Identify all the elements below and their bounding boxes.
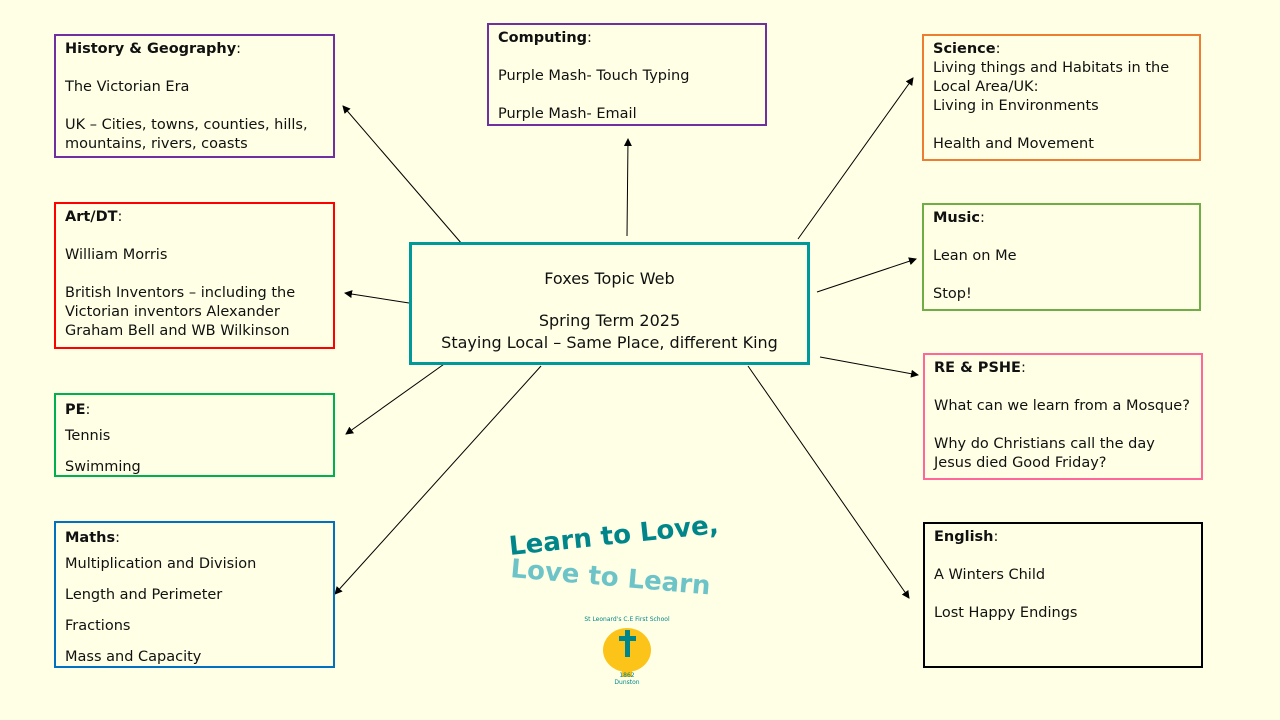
box-title-text: History & Geography — [65, 41, 237, 57]
box-line: Jesus died Good Friday? — [934, 455, 1107, 471]
box-line — [65, 59, 324, 78]
box-line: Swimming — [65, 459, 141, 475]
box-line: Living things and Habitats in the — [933, 60, 1170, 76]
box-title-text: Music — [933, 210, 980, 226]
box-title-text: English — [934, 529, 994, 545]
center-term: Spring Term 2025 — [538, 310, 681, 330]
box-line: William Morris — [65, 247, 168, 263]
box-line: Fractions — [65, 618, 131, 634]
box-title: Maths: — [65, 530, 120, 546]
center-title: Foxes Topic Web — [544, 269, 675, 288]
box-title-text: Art/DT — [65, 209, 118, 225]
box-line — [933, 228, 1190, 247]
box-line — [934, 378, 1192, 397]
box-line: Tennis — [65, 428, 111, 444]
arrow-re — [819, 356, 919, 378]
arrow-music — [816, 257, 917, 293]
box-title: Art/DT: — [65, 209, 123, 225]
box-title: Computing: — [498, 30, 592, 46]
box-line: Mass and Capacity — [65, 649, 202, 665]
music-box: Music: Lean on Me Stop! — [922, 203, 1201, 311]
center-theme: Staying Local – Same Place, different Ki… — [441, 333, 778, 352]
box-line — [65, 227, 324, 246]
box-line — [498, 86, 756, 105]
history-box: History & Geography: The Victorian Era UK … — [54, 34, 335, 158]
box-line: Why do Christians call the day — [934, 436, 1155, 452]
spacer — [412, 291, 807, 310]
box-line: Purple Mash- Touch Typing — [498, 68, 690, 84]
motto-line2: Love to Learn — [509, 554, 711, 601]
box-title-text: RE & PSHE — [934, 360, 1021, 376]
arrow-computing — [623, 138, 632, 237]
box-line — [65, 265, 324, 284]
box-line: mountains, rivers, coasts — [65, 136, 248, 152]
arrow-pe — [345, 361, 448, 435]
box-line — [933, 116, 1190, 135]
box-title-text: PE — [65, 402, 86, 418]
box-line: What can we learn from a Mosque? — [934, 398, 1190, 414]
box-line: The Victorian Era — [65, 79, 190, 95]
box-line: Living in Environments — [933, 98, 1099, 114]
box-title: Music: — [933, 210, 985, 226]
arrow-english — [747, 365, 910, 599]
box-title-text: Computing — [498, 30, 588, 46]
box-line — [498, 48, 756, 67]
box-line: British Inventors – including the — [65, 285, 296, 301]
box-line: Victorian inventors Alexander — [65, 304, 280, 320]
box-line — [934, 416, 1192, 435]
motto-line1: Learn to Love, — [508, 515, 720, 562]
box-line — [65, 97, 324, 116]
box-line: Local Area/UK: — [933, 79, 1039, 95]
box-title: RE & PSHE: — [934, 360, 1026, 376]
box-line: Length and Perimeter — [65, 587, 223, 603]
box-line: Stop! — [933, 286, 972, 302]
science-box: Science: Living things and Habitats in th… — [922, 34, 1201, 161]
arrow-art — [344, 290, 410, 304]
box-line: Purple Mash- Email — [498, 106, 637, 122]
arrow-maths — [334, 365, 542, 595]
arrow-history — [342, 105, 463, 245]
box-line: UK – Cities, towns, counties, hills, — [65, 117, 308, 133]
school-year: 1862 — [619, 672, 634, 679]
school-name: St Leonard's C.E First School — [584, 616, 670, 623]
re-box: RE & PSHE: What can we learn from a Mosqu… — [923, 353, 1203, 480]
box-line — [934, 585, 1192, 604]
central-topic-box: Foxes Topic Web Spring Term 2025 Staying… — [409, 242, 810, 365]
box-line: Multiplication and Division — [65, 556, 257, 572]
school-logo: Learn to Love, Love to Learn St Leonard'… — [508, 515, 720, 686]
box-title: Science: — [933, 41, 1001, 57]
box-title: PE: — [65, 402, 91, 418]
box-title-text: Maths — [65, 530, 116, 546]
box-title: English: — [934, 529, 999, 545]
box-line: Health and Movement — [933, 136, 1094, 152]
box-line: Lean on Me — [933, 248, 1017, 264]
arrow-science — [797, 77, 914, 240]
box-line: Graham Bell and WB Wilkinson — [65, 323, 290, 339]
box-title: History & Geography: — [65, 41, 242, 57]
box-line — [933, 266, 1190, 285]
tree-icon — [603, 628, 651, 677]
box-title-text: Science — [933, 41, 996, 57]
box-line: A Winters Child — [934, 567, 1046, 583]
school-place: Dunston — [614, 679, 639, 686]
box-line: Lost Happy Endings — [934, 605, 1078, 621]
box-line — [934, 547, 1192, 566]
